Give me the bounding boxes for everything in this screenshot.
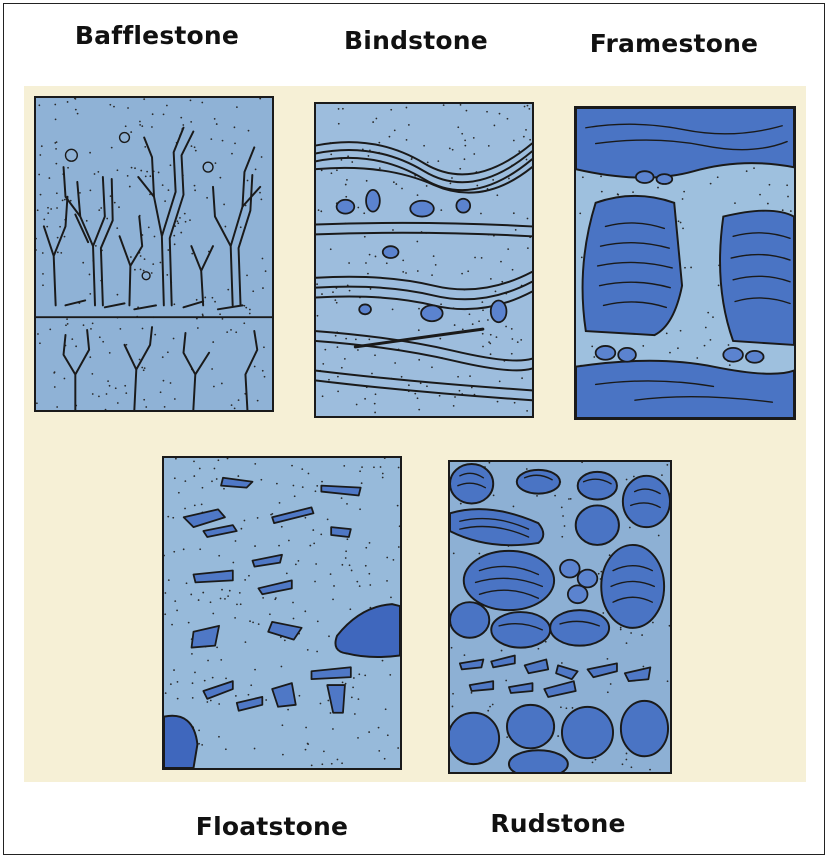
label-rudstone: Rudstone [490, 809, 625, 838]
figure-frame: Bafflestone Bindstone Framestone Floatst… [3, 3, 825, 855]
panel-floatstone [162, 456, 402, 770]
panel-framestone [574, 106, 796, 420]
bafflestone-drawing [36, 98, 272, 410]
label-floatstone: Floatstone [196, 812, 348, 841]
label-bafflestone: Bafflestone [75, 21, 239, 50]
illustration-photo [24, 86, 806, 782]
floatstone-drawing [164, 458, 400, 768]
label-framestone: Framestone [590, 29, 758, 58]
panel-bindstone [314, 102, 534, 418]
panel-rudstone [448, 460, 672, 774]
label-bindstone: Bindstone [344, 26, 488, 55]
bindstone-drawing [316, 104, 532, 416]
framestone-drawing [576, 108, 794, 418]
panel-bafflestone [34, 96, 274, 412]
rudstone-drawing [450, 462, 670, 772]
